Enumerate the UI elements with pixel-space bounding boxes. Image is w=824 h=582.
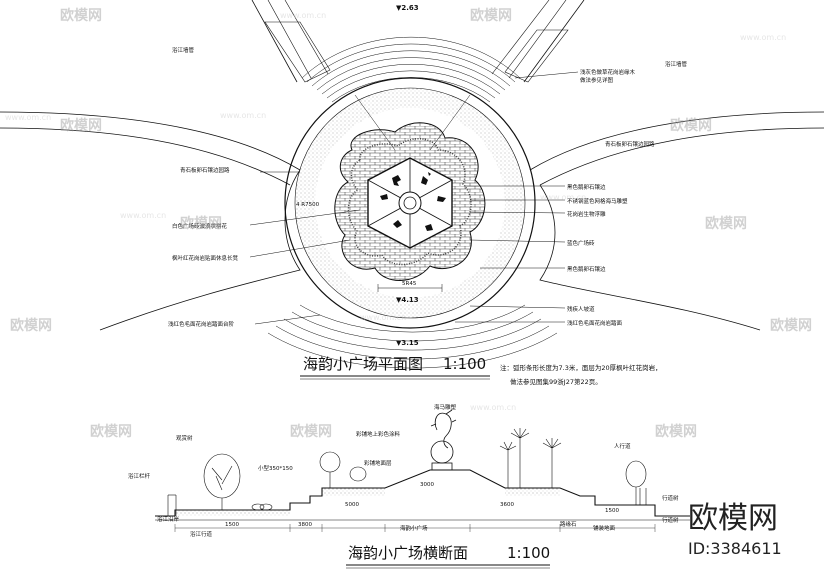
watermark-logo: 欧模网 [705, 215, 747, 232]
center-circle [398, 191, 422, 215]
plan-label-right: 不锈钢蓝色网格海马雕塑 [567, 197, 628, 205]
right-path [491, 0, 585, 83]
plan-note-line2: 做法参见图集99浙J27第22页。 [510, 377, 602, 386]
plan-note-line1: 注：弧形条形长度为7.3米，面层为20厚枫叶红花岗岩， [500, 363, 662, 372]
plan-label-right: 花岗岩生物浮雕 [567, 210, 606, 218]
top-arc-steps [301, 36, 521, 103]
plan-label-right: 浅红色毛面花岗岩踏面 [567, 319, 623, 327]
plan-label-left: 白色广场砖波浪状拼花 [172, 222, 228, 230]
section-size-label: 小型350*150 [258, 464, 293, 472]
watermark-logo: 欧模网 [10, 317, 52, 334]
dim-value: 3600 [500, 502, 514, 508]
ground-profile [155, 469, 690, 517]
plan-label-left: 浅红色毛面花岗岩踏面台阶 [168, 320, 235, 328]
leader-lines [249, 71, 579, 325]
section-label: 彩铺地上彩色涂料 [356, 430, 401, 438]
watermark-logo: 欧模网 [290, 423, 332, 440]
section-dim-labels: 1500 3800 5000 3000 3600 1500 [225, 482, 619, 528]
plan-view: ▼2.63 ▼4.13 ▼3.15 4 R7500 5R45 浴江墙管 青石板卵… [0, 0, 824, 386]
watermark-site: www.om.cn [280, 11, 326, 20]
radius-label: 4 R7500 [296, 202, 320, 208]
section-label: 彩铺地面层 [364, 459, 392, 467]
plaza-outer-circle [284, 77, 536, 329]
watermark-site: www.om.cn [540, 193, 586, 202]
watermarks: 欧模网 欧模网 欧模网 欧模网 欧模网 欧模网 欧模网 欧模网 欧模网 欧模网 … [5, 7, 812, 440]
watermark-site: www.om.cn [120, 211, 166, 220]
dim-value: 1500 [225, 522, 239, 528]
brand-logo: 欧模网 [688, 501, 778, 536]
railings [167, 488, 647, 516]
plan-label-right: 青石板卵石镶边园路 [605, 140, 655, 148]
watermark-logo: 欧模网 [60, 117, 102, 134]
palm-trees [499, 428, 562, 488]
plan-label-right: 黑色鹅卵石镶边 [567, 265, 606, 273]
dim-value: 1500 [605, 508, 619, 514]
watermark-site: www.om.cn [5, 113, 51, 122]
plan-label-right: 浅灰色做草花岗岩缘木 [580, 68, 636, 76]
plan-scale: 1:100 [443, 355, 486, 373]
section-label: 行道树 [662, 494, 679, 502]
watermark-logo: 欧模网 [60, 7, 102, 24]
side-walkways [0, 111, 824, 331]
plan-label-left: 枫叶红花岗岩贴面休息长凳 [172, 254, 239, 262]
section-top-label: 海马雕塑 [434, 403, 457, 411]
section-label: 观赏树 [176, 434, 193, 442]
dimension-line [377, 284, 443, 292]
brand-id: ID:3384611 [688, 539, 782, 558]
plan-right-labels: 浴江墙管 浅灰色做草花岗岩缘木 做法参见详图 青石板卵石镶边园路 黑色鹅卵石镶边… [567, 60, 688, 327]
section-label: 海韵小广场 [400, 524, 428, 532]
watermark-site: www.om.cn [220, 111, 266, 120]
section-dimensions [174, 524, 656, 532]
watermark-site: www.om.cn [740, 33, 786, 42]
watermark-logo: 欧模网 [90, 423, 132, 440]
plan-title: 海韵小广场平面图 [303, 355, 423, 373]
section-title: 海韵小广场横断面 [348, 544, 468, 562]
section-label: 浴江栏杆 [128, 472, 151, 480]
watermark-site: www.om.cn [470, 403, 516, 412]
dimension-value: 5R45 [402, 281, 417, 287]
section-labels: 海马雕塑 小型350*150 观赏树 浴江栏杆 彩铺地上彩色涂料 彩铺地面层 海… [128, 403, 679, 538]
plan-label-right: 残疾人坡道 [567, 305, 595, 313]
level-bottom: ▼3.15 [396, 339, 419, 347]
dim-value: 3800 [298, 522, 312, 528]
left-path [251, 0, 331, 83]
section-view: 1500 3800 5000 3000 3600 1500 海马雕塑 小型350… [128, 403, 690, 569]
seahorse-sculpture [430, 409, 457, 471]
section-label: 浴江沿岸 [157, 515, 180, 523]
plan-label-right: 浴江墙管 [665, 60, 688, 68]
blob-dotted-border [347, 138, 472, 266]
watermark-logo: 欧模网 [470, 7, 512, 24]
section-scale: 1:100 [507, 544, 550, 562]
plan-label-right: 做法参见详图 [580, 76, 614, 84]
section-label: 浴江行道 [190, 530, 213, 538]
watermark-site: www.om.cn [360, 313, 406, 322]
section-label: 路缘石 [560, 520, 577, 528]
plan-label-right: 蓝色广场砖 [567, 239, 595, 247]
tree-right [625, 460, 647, 505]
bottom-arc-steps [267, 304, 558, 369]
dim-value: 3000 [420, 482, 434, 488]
dim-value: 5000 [345, 502, 359, 508]
plan-label-right: 黑色鹅卵石镶边 [567, 183, 606, 191]
section-label: 铺装地面 [593, 524, 616, 532]
level-top: ▼2.63 [396, 4, 419, 12]
section-label: 人行道 [614, 442, 631, 450]
level-center: ▼4.13 [396, 296, 419, 304]
shrubs [251, 451, 367, 511]
watermark-logo: 欧模网 [670, 117, 712, 134]
watermark-logo: 欧模网 [770, 317, 812, 334]
watermark-logo: 欧模网 [180, 215, 222, 232]
section-label: 行道树 [662, 516, 679, 524]
tree-left [203, 453, 241, 510]
plan-label-left: 青石板卵石镶边园路 [180, 166, 230, 174]
plan-left-labels: 浴江墙管 青石板卵石镶边园路 白色广场砖波浪状拼花 枫叶红花岗岩贴面休息长凳 浅… [168, 46, 239, 328]
sea-creature-reliefs [380, 172, 446, 231]
watermark-logo: 欧模网 [655, 423, 697, 440]
plan-label-left: 浴江墙管 [172, 46, 195, 54]
